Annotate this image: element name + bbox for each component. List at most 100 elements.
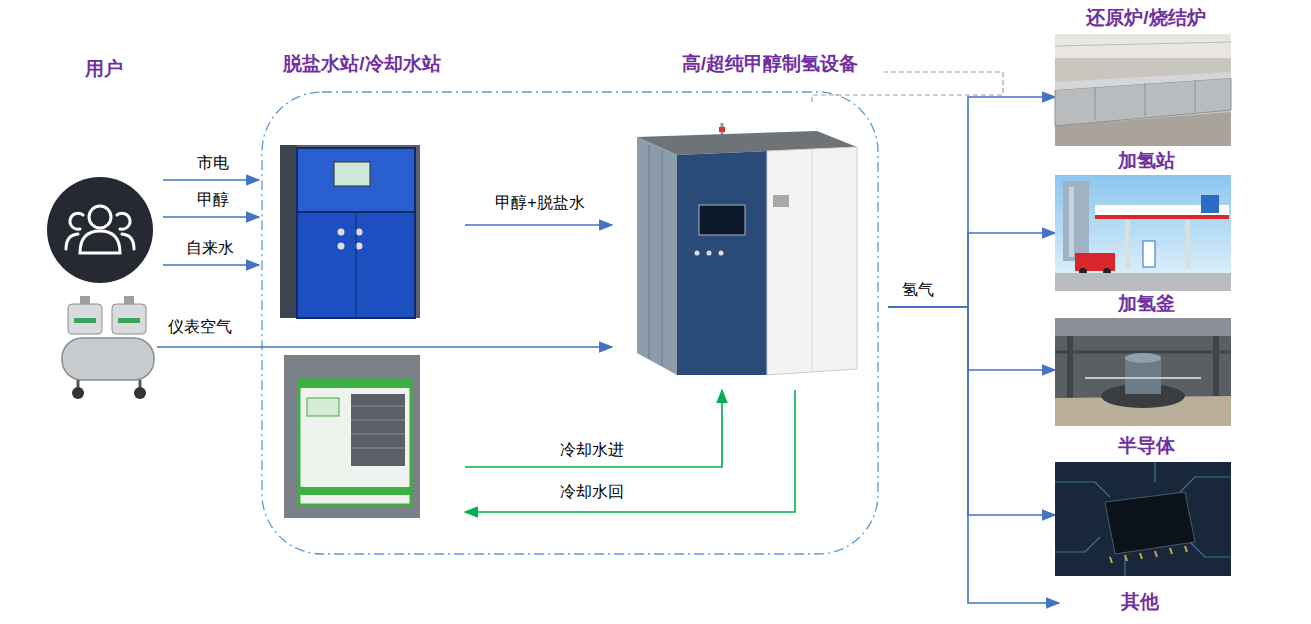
drawing-part: [280, 145, 420, 318]
stations-picture: [259, 140, 459, 522]
free-label: 仪表空气: [165, 317, 235, 337]
drawing-part: [334, 162, 370, 186]
drawing-part: [68, 304, 102, 334]
drawing-part: [1125, 358, 1161, 394]
drawing-part: [1055, 462, 1231, 576]
drawing-part: [1075, 253, 1115, 271]
connector: [888, 97, 1055, 307]
edge-label: 冷却水回: [557, 482, 627, 502]
drawing-part: [80, 296, 90, 304]
connector: [465, 390, 722, 467]
machine-picture: [617, 123, 862, 380]
drawing-part: [356, 229, 363, 236]
drawing-part: [47, 177, 153, 283]
air-line: [157, 346, 612, 348]
drawing-part: [1085, 377, 1201, 379]
drawing-part: [1055, 318, 1231, 426]
drawing-part: [1185, 546, 1187, 552]
edge-label: 自来水: [183, 238, 237, 258]
edge-label: 甲醇: [194, 190, 232, 210]
drawing-part: [284, 355, 420, 518]
drawing-part: [338, 229, 345, 236]
node-heading: 脱盐水站/冷却水站: [259, 50, 465, 78]
node-heading: 还原炉/烧结炉: [1055, 4, 1237, 32]
connector: [163, 179, 259, 181]
drawing-part: [1055, 318, 1231, 336]
drawing-part: [122, 234, 134, 249]
drawing-part: [299, 380, 411, 505]
drawing-part: [1190, 542, 1231, 557]
drawing-part: [1095, 215, 1229, 219]
drawing-part: [1055, 462, 1231, 576]
drawing-part: [1201, 195, 1219, 213]
edge-label: 氢气: [899, 280, 937, 300]
drawing-part: [89, 206, 111, 228]
user-picture: [47, 177, 153, 283]
drawing-part: [1055, 273, 1231, 291]
reactor-picture: [1055, 318, 1231, 426]
drawing-part: [1055, 482, 1110, 497]
drawing-part: [1105, 492, 1195, 554]
drawing-part: [1055, 175, 1231, 291]
drawing-part: [1124, 557, 1125, 576]
drawing-part: [280, 145, 297, 318]
drawing-part: [719, 251, 724, 256]
drawing-part: [1110, 557, 1112, 563]
drawing-part: [637, 137, 677, 375]
edge-label: 甲醇+脱盐水: [492, 193, 587, 213]
node-heading: 加氢站: [1055, 147, 1237, 175]
drawing-part: [299, 380, 411, 388]
drawing-part: [1170, 548, 1172, 554]
other-node: 其他: [1059, 588, 1221, 618]
drawing-part: [1095, 87, 1096, 120]
edge-label: 冷却水进: [557, 440, 627, 460]
station-node: 加氢站: [1055, 147, 1237, 291]
drawing-part: [1195, 80, 1196, 112]
drawing-part: [70, 213, 83, 229]
drawing-part: [351, 434, 405, 435]
drawing-part: [62, 338, 154, 380]
drawing-part: [1069, 187, 1074, 257]
drawing-part: [351, 448, 405, 449]
chip-picture: [1055, 462, 1231, 576]
drawing-part: [118, 318, 140, 323]
node-heading: 用户: [45, 55, 163, 83]
drawing-part: [1143, 241, 1155, 267]
drawing-part: [1125, 353, 1161, 363]
drawing-part: [1180, 477, 1231, 492]
drawing-part: [1063, 181, 1089, 261]
node-heading: 其他: [1059, 588, 1221, 616]
drawing-part: [662, 151, 663, 366]
connector: [888, 307, 1055, 515]
connector: [163, 264, 259, 266]
edge-label: 市电: [194, 153, 232, 173]
drawing-part: [72, 387, 84, 399]
connector: [163, 216, 259, 218]
station-group: 脱盐水站/冷却水站: [259, 50, 465, 522]
station-boundary: [262, 92, 878, 554]
drawing-part: [649, 145, 650, 359]
drawing-part: [356, 243, 363, 250]
drawing-part: [80, 231, 120, 253]
drawing-part: [695, 251, 700, 256]
drawing-part: [307, 398, 339, 416]
drawing-part: [351, 420, 405, 421]
drawing-part: [773, 195, 789, 207]
drawing-part: [1155, 551, 1157, 557]
drawing-part: [117, 213, 130, 229]
drawing-part: [707, 251, 712, 256]
node-heading: 高/超纯甲醇制氢设备: [612, 50, 888, 78]
drawing-part: [1055, 537, 1100, 552]
connector: [465, 390, 795, 512]
connector: [888, 307, 1059, 603]
drawing-part: [299, 487, 411, 495]
drawing-part: [338, 243, 345, 250]
node-heading: 半导体: [1055, 432, 1237, 460]
drawing-part: [66, 234, 78, 249]
drawing-part: [124, 296, 134, 304]
drawing-part: [356, 212, 357, 318]
drawing-part: [719, 127, 725, 132]
drawing-part: [677, 151, 767, 375]
connector: [888, 233, 1055, 307]
